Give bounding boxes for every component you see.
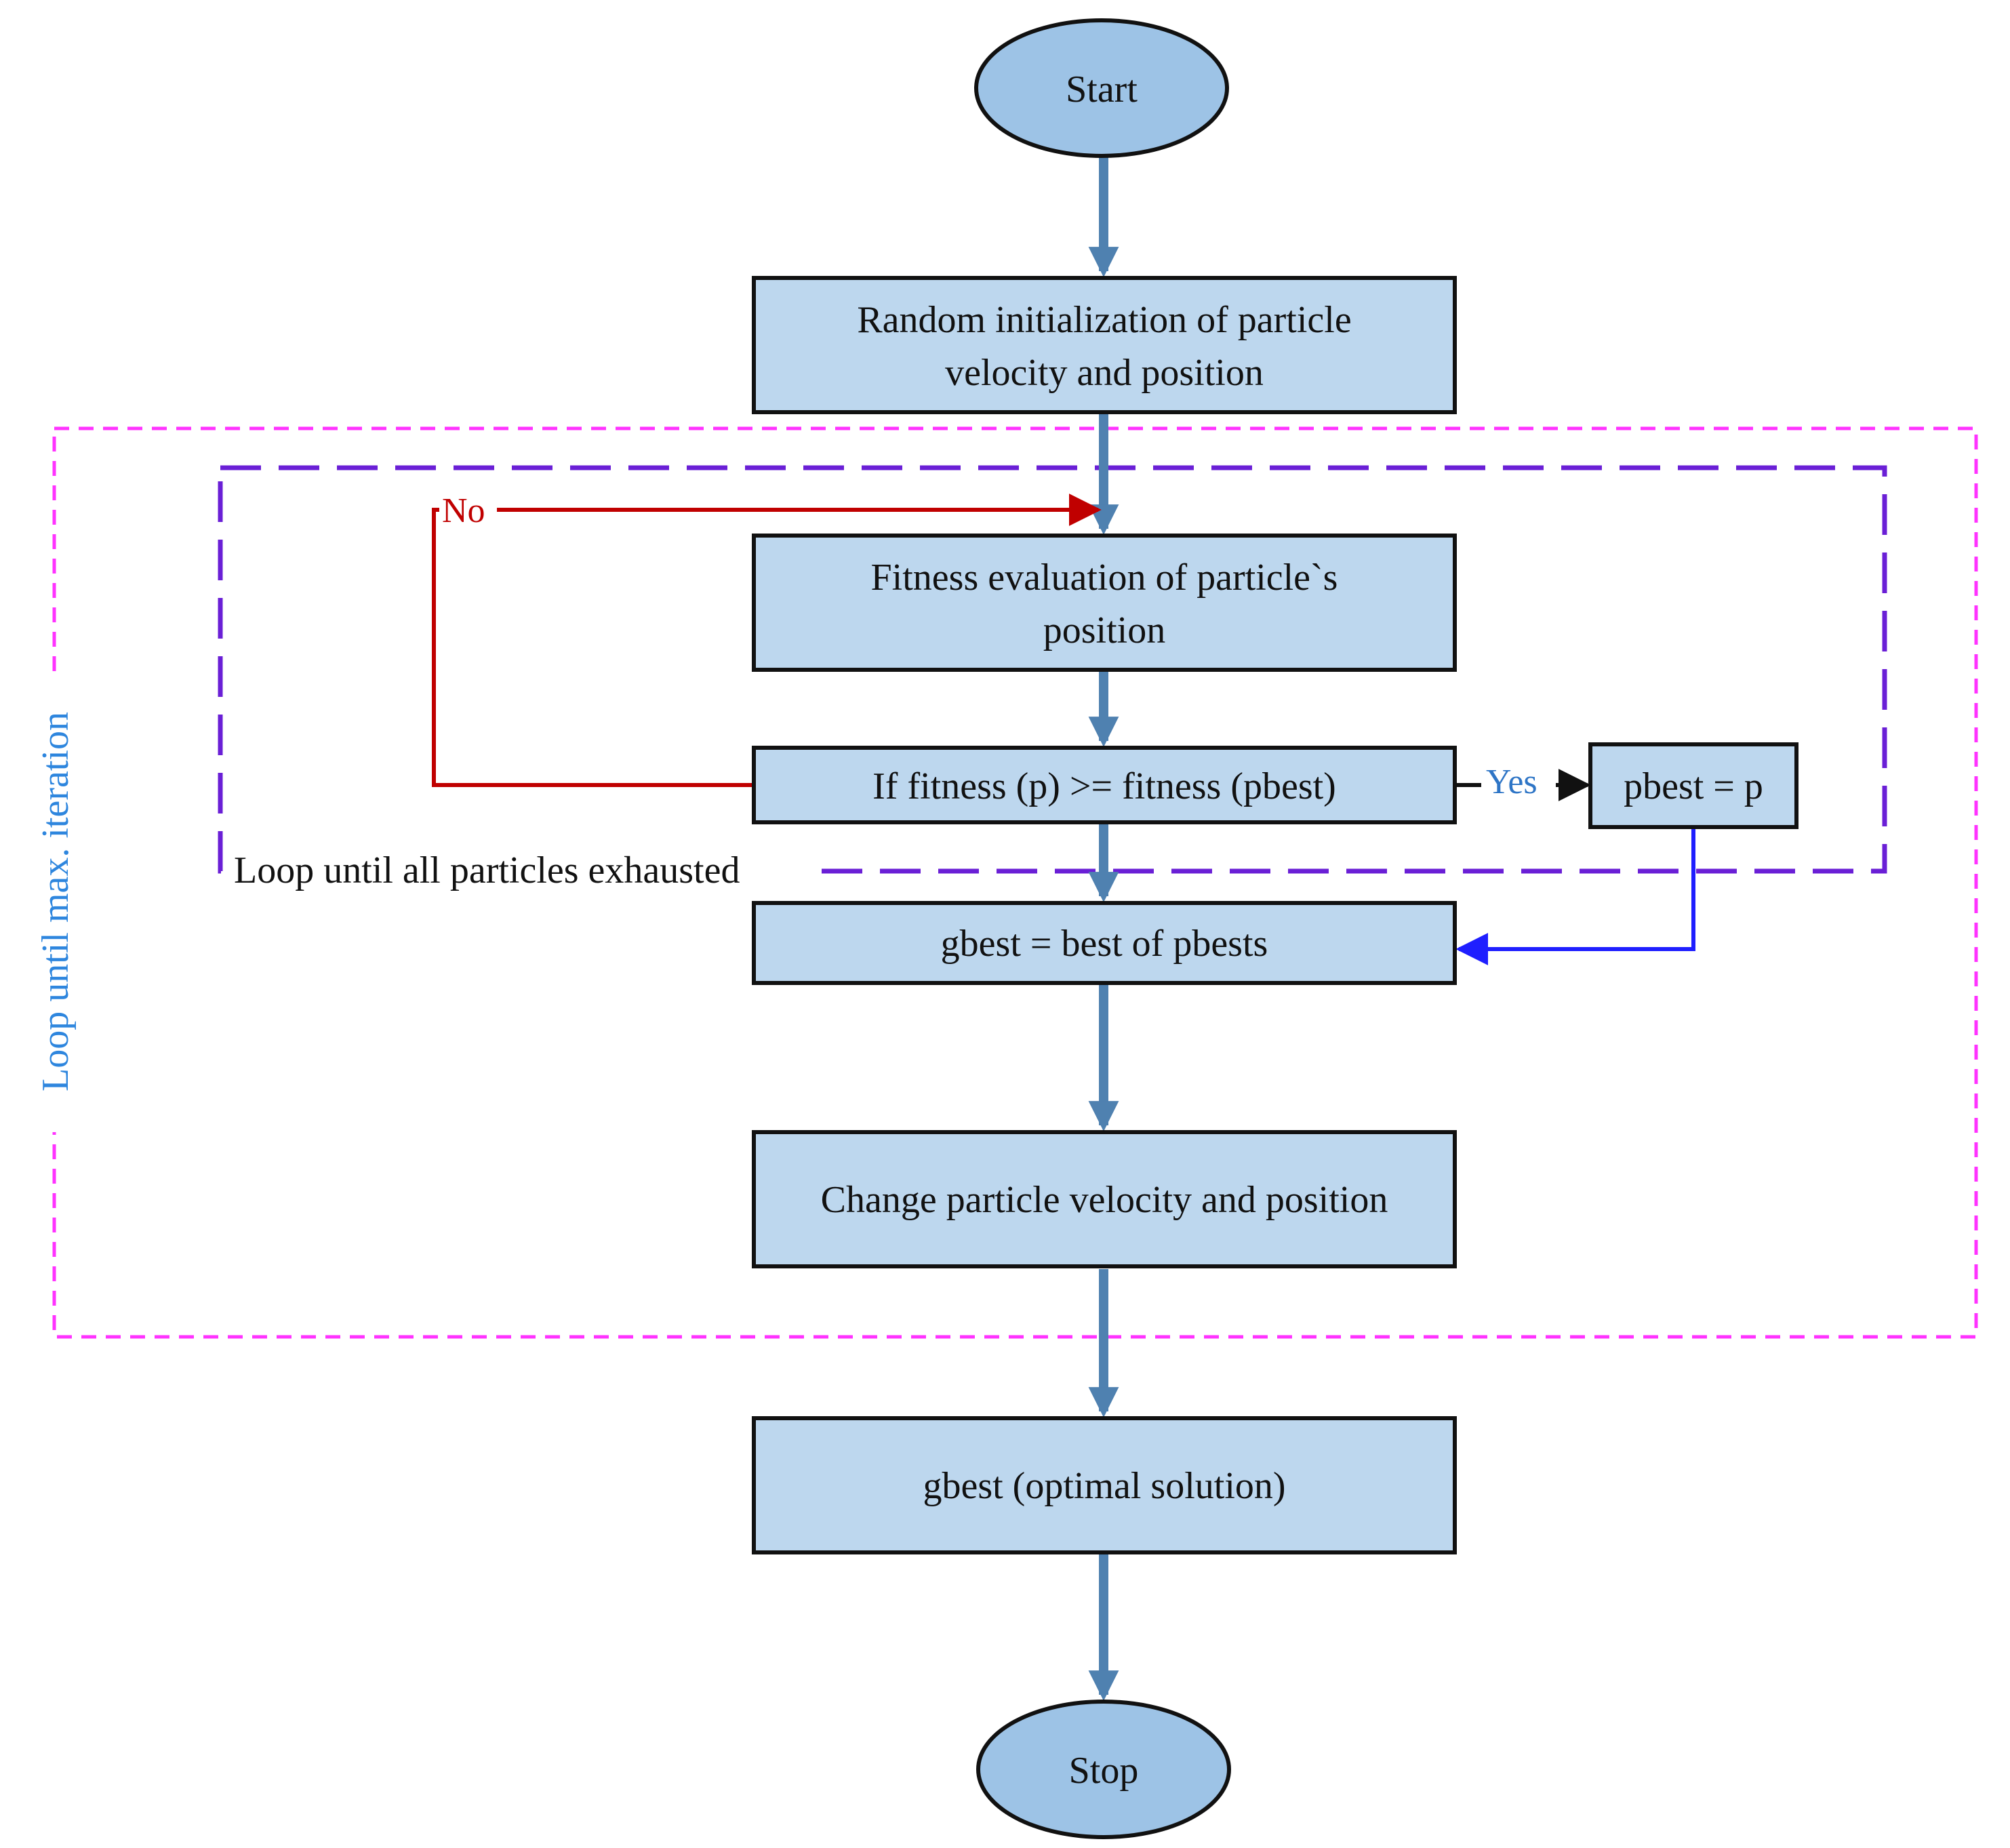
- yes-label: Yes: [1486, 763, 1537, 801]
- init-label-line2: velocity and position: [945, 352, 1264, 394]
- no-label-gap: [439, 483, 497, 530]
- init-label-line1: Random initialization of particle: [857, 299, 1351, 341]
- change-process: [752, 1130, 1457, 1268]
- inner-loop-boundary: [218, 465, 1887, 874]
- pbest-process: [1588, 742, 1798, 829]
- stop-label: Stop: [1069, 1750, 1139, 1792]
- fitness-process: [752, 534, 1457, 672]
- init-process: [752, 276, 1457, 414]
- result-label: gbest (optimal solution): [923, 1465, 1285, 1507]
- arrow-pbest-to-gbest: [1455, 827, 1695, 965]
- inner-loop-label: Loop until all particles exhausted: [234, 849, 740, 891]
- fitness-label-line1: Fitness evaluation of particle`s: [871, 557, 1338, 599]
- start-label: Start: [1066, 68, 1138, 111]
- no-label: No: [442, 491, 485, 530]
- stop-terminal: [976, 1700, 1231, 1839]
- decision-process: [752, 746, 1457, 824]
- decision-label: If fitness (p) >= fitness (pbest): [872, 765, 1336, 807]
- result-process: [752, 1416, 1457, 1554]
- arrow-no-loopback: [432, 494, 1102, 787]
- inner-loop-label-gap: [227, 851, 817, 891]
- outer-loop-label: Loop until max. iteration: [35, 712, 77, 1091]
- gbest-process: [752, 901, 1457, 985]
- pbest-label: pbest = p: [1624, 765, 1763, 807]
- outer-loop-label-gap: [27, 671, 81, 1132]
- gbest-label: gbest = best of pbests: [941, 923, 1268, 965]
- yes-label-gap: [1481, 758, 1556, 804]
- change-label: Change particle velocity and position: [821, 1179, 1388, 1221]
- fitness-label-line2: position: [1043, 609, 1165, 651]
- start-terminal: [974, 18, 1229, 158]
